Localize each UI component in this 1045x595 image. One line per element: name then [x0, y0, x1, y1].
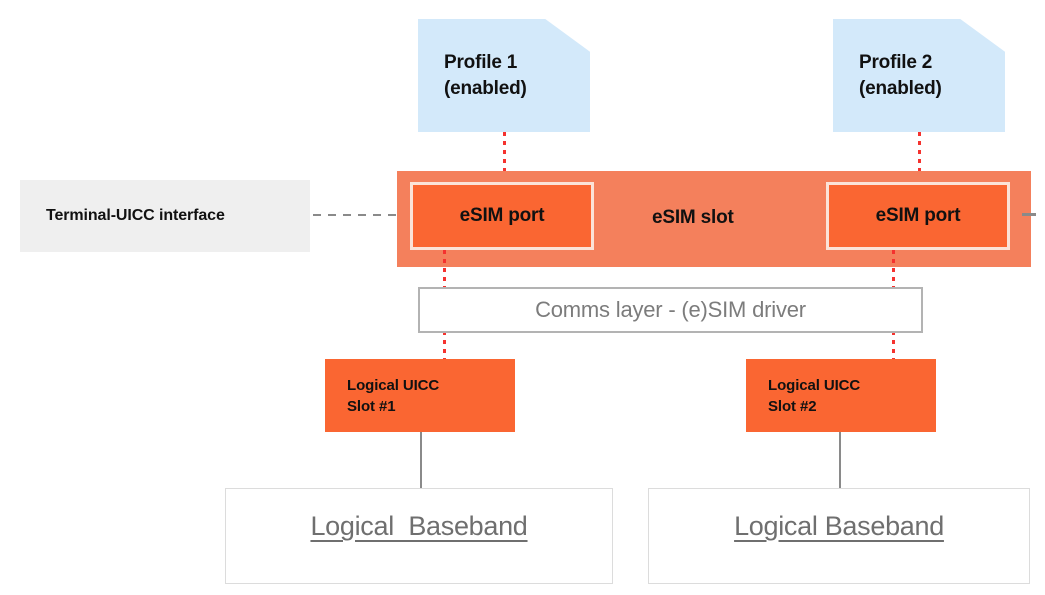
- connector-profile-1-to-port-1: [503, 132, 506, 171]
- connector-terminal-to-slot: [313, 214, 397, 216]
- profile-2-line-2: (enabled): [859, 77, 942, 99]
- esim-port-2[interactable]: eSIM port: [826, 182, 1010, 250]
- terminal-uicc-interface-box: Terminal-UICC interface: [20, 180, 310, 252]
- logical-uicc-slot-1[interactable]: Logical UICC Slot #1: [325, 359, 515, 432]
- logical-baseband-2: Logical Baseband: [648, 488, 1030, 584]
- connector-uicc-slot-1-to-baseband-1: [420, 432, 422, 488]
- comms-layer-box: Comms layer - (e)SIM driver: [418, 287, 923, 333]
- connector-profile-2-to-port-2: [918, 132, 921, 171]
- logical-baseband-1: Logical Baseband: [225, 488, 613, 584]
- profile-2-note: Profile 2 (enabled): [833, 19, 1005, 132]
- profile-1-note: Profile 1 (enabled): [418, 19, 590, 132]
- logical-uicc-slot-2[interactable]: Logical UICC Slot #2: [746, 359, 936, 432]
- logical-baseband-1-label: Logical Baseband: [310, 511, 528, 541]
- profile-2-line-1: Profile 2: [859, 51, 933, 73]
- profile-1-line-2: (enabled): [444, 77, 527, 99]
- connector-uicc-slot-2-to-baseband-2: [839, 432, 841, 488]
- esim-slot-label: eSIM slot: [652, 207, 734, 228]
- profile-1-line-1: Profile 1: [444, 51, 518, 73]
- connector-slot-right-stub: [1022, 213, 1036, 216]
- esim-port-1[interactable]: eSIM port: [410, 182, 594, 250]
- logical-baseband-2-label: Logical Baseband: [734, 511, 944, 541]
